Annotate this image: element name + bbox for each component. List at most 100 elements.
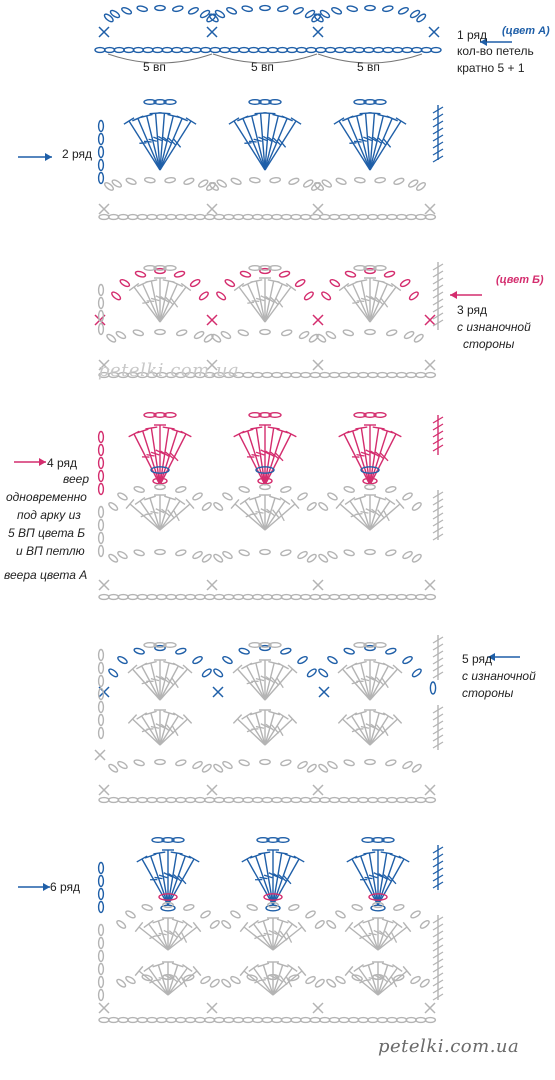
chain-stitch — [230, 975, 241, 985]
stitch-top-bar — [185, 117, 197, 125]
double-crochet — [377, 967, 398, 996]
chain-stitch — [261, 213, 273, 221]
chain-stitch — [242, 593, 254, 601]
double-crochet — [253, 923, 274, 951]
stitch-cross-bar — [365, 675, 375, 681]
chain-stitch — [306, 763, 317, 773]
chain-stitch — [271, 796, 283, 804]
chain-stitch — [415, 181, 427, 191]
stitch-cross-bar — [380, 452, 389, 462]
stitch-top-bar — [230, 499, 240, 509]
chain-stitch — [343, 486, 355, 493]
single-crochet — [424, 314, 436, 326]
chain-stitch — [203, 213, 216, 221]
stitch-top-bar — [171, 918, 184, 924]
chain-stitch — [111, 179, 123, 188]
stitch-top-bar — [344, 965, 354, 977]
double-crochet — [246, 665, 266, 701]
chain-stitch — [203, 796, 216, 804]
chain-stitch — [154, 644, 166, 652]
chain-stitch — [327, 760, 338, 770]
stitch-cross-bar — [364, 876, 373, 880]
chain-stitch — [263, 893, 283, 901]
chain-stitch — [372, 973, 384, 981]
stitch-cross-bar — [363, 979, 371, 982]
chain-stitch — [344, 270, 357, 278]
stitch-top-bar — [277, 712, 289, 720]
chain-stitch — [374, 176, 387, 184]
stitch-top-bar — [163, 660, 176, 666]
double-crochet — [148, 923, 169, 951]
stitch-top-bar — [355, 426, 368, 430]
chain-stitch — [367, 796, 379, 804]
stitch-top-bar — [373, 710, 386, 716]
single-crochet — [206, 26, 218, 38]
chain-stitch — [216, 291, 227, 301]
stitch-top-bar — [192, 921, 202, 933]
chain-stitch — [192, 655, 203, 665]
double-crochet — [233, 120, 266, 171]
stitch-top-bar — [353, 919, 364, 929]
chain-stitch — [335, 910, 346, 919]
single-crochet — [206, 203, 218, 215]
chain-stitch — [280, 647, 292, 655]
stitch-cross-bar — [376, 724, 385, 734]
double-crochet — [369, 118, 393, 171]
chain-stitch — [347, 213, 360, 221]
chain-stitch — [97, 171, 105, 185]
chain-stitch — [117, 213, 129, 221]
chain-stitch — [165, 796, 177, 804]
chain-stitch — [97, 119, 105, 133]
double-crochet — [150, 712, 161, 746]
edge-stitch-bar — [432, 965, 444, 973]
chain-stitch — [351, 904, 363, 911]
chain-stitch — [297, 760, 308, 770]
chain-stitch — [415, 593, 427, 601]
chain-stitch — [280, 549, 292, 557]
chain-stitch — [328, 1016, 341, 1024]
chain-stitch — [405, 593, 417, 601]
edge-stitch-bar — [432, 134, 444, 142]
double-crochet — [264, 662, 275, 701]
chain-stitch — [371, 837, 385, 844]
stitch-cross-bar — [254, 979, 261, 984]
chain-stitch — [372, 901, 384, 909]
edge-stitch-bar — [432, 643, 444, 651]
double-crochet — [246, 715, 266, 746]
arrow-left-icon — [450, 291, 457, 299]
edge-stitch-bar — [432, 993, 444, 1001]
stitch-top-bar — [346, 428, 359, 434]
chain-stitch — [338, 371, 350, 379]
stitch-top-bar — [268, 710, 281, 716]
stitch-cross-bar — [163, 929, 173, 935]
chain-stitch — [97, 443, 105, 457]
chain-stitch — [347, 796, 360, 804]
chain-stitch — [232, 1016, 245, 1024]
double-crochet — [159, 427, 170, 486]
stitch-top-bar — [143, 919, 154, 929]
stitch-cross-bar — [268, 929, 278, 935]
single-crochet — [98, 359, 110, 371]
stitch-top-bar — [395, 499, 405, 509]
stitch-cross-bar — [266, 508, 275, 517]
row4-line-6: веера цвета А — [4, 568, 88, 582]
chain-stitch — [133, 486, 145, 493]
stitch-cross-bar — [255, 678, 265, 682]
chain-stitch — [201, 763, 212, 773]
stitch-top-bar — [335, 499, 345, 509]
stitch-cross-bar — [275, 297, 284, 308]
chain-stitch — [321, 179, 333, 188]
chain-stitch — [318, 763, 329, 773]
double-crochet — [360, 427, 371, 486]
chain-stitch — [146, 593, 158, 601]
edge-stitch-bar — [432, 923, 444, 931]
chain-stitch — [299, 1016, 312, 1024]
double-crochet — [377, 858, 405, 906]
chain-stitch — [407, 179, 419, 188]
chain-stitch — [411, 46, 423, 54]
chain-stitch — [97, 430, 105, 444]
row4-line-3: под арку из — [17, 508, 81, 522]
chain-stitch — [175, 796, 187, 804]
arrow-left-icon — [488, 653, 495, 661]
chain-stitch — [136, 796, 149, 804]
